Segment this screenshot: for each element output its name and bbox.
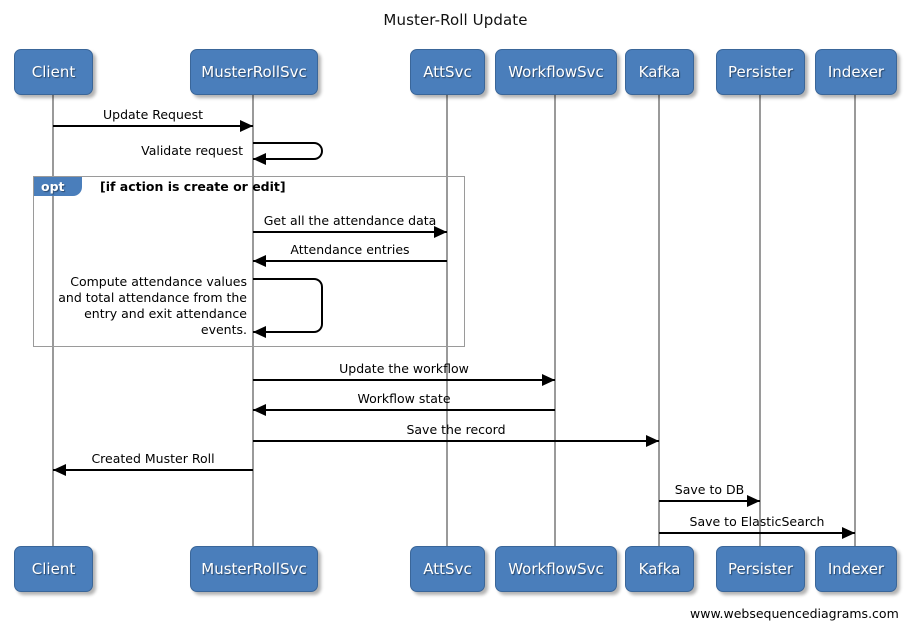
participant-workflowsvc-bottom[interactable]: WorkflowSvc: [495, 546, 617, 592]
participant-label: MusterRollSvc: [201, 63, 307, 81]
message-label-attendance-entries: Attendance entries: [290, 242, 410, 257]
self-message-loop-validate-request: [253, 142, 323, 160]
message-label-created-muster-roll: Created Muster Roll: [91, 451, 215, 466]
message-label-update-request: Update Request: [102, 107, 204, 122]
fragment-opt-tag: opt: [34, 177, 82, 196]
participant-label: Indexer: [827, 63, 885, 81]
lifeline-musterrollsvc: [252, 95, 254, 546]
message-line-update-request: [53, 125, 253, 127]
participant-label: WorkflowSvc: [508, 560, 604, 578]
message-label-line: and total attendance from the: [58, 290, 247, 305]
message-line-update-workflow: [253, 379, 555, 381]
message-label-workflow-state: Workflow state: [357, 391, 451, 406]
participant-label: Persister: [728, 63, 793, 81]
arrow-head-update-request: [240, 120, 253, 132]
message-label-update-workflow: Update the workflow: [339, 361, 469, 376]
fragment-opt-condition: [if action is create or edit]: [100, 179, 286, 194]
participant-attsvc-top[interactable]: AttSvc: [410, 49, 485, 95]
participant-persister-top[interactable]: Persister: [716, 49, 805, 95]
message-label-save-the-record: Save the record: [406, 422, 506, 437]
participant-label: MusterRollSvc: [201, 560, 307, 578]
message-line-save-to-elasticsearch: [659, 532, 855, 534]
lifeline-persister: [759, 95, 761, 546]
message-label-get-attendance-data: Get all the attendance data: [263, 213, 437, 228]
lifeline-workflowsvc: [554, 95, 556, 546]
arrow-head-attendance-entries: [253, 255, 266, 267]
message-line-created-muster-roll: [53, 469, 253, 471]
arrow-head-created-muster-roll: [53, 464, 66, 476]
fragment-opt-box: [33, 176, 465, 347]
participant-label: AttSvc: [423, 63, 472, 81]
participant-label: Persister: [728, 560, 793, 578]
arrow-head-compute-attendance: [253, 326, 266, 338]
lifeline-attsvc: [446, 95, 448, 546]
message-line-save-the-record: [253, 440, 659, 442]
participant-indexer-bottom[interactable]: Indexer: [815, 546, 897, 592]
footer-credit: www.websequencediagrams.com: [690, 606, 899, 621]
participant-kafka-bottom[interactable]: Kafka: [625, 546, 694, 592]
message-line-get-attendance-data: [253, 231, 447, 233]
participant-label: Indexer: [827, 560, 885, 578]
arrow-head-validate-request: [253, 153, 266, 165]
participant-client-bottom[interactable]: Client: [14, 546, 93, 592]
participant-attsvc-bottom[interactable]: AttSvc: [410, 546, 485, 592]
message-label-validate-request: Validate request: [141, 143, 243, 158]
arrow-head-get-attendance-data: [434, 226, 447, 238]
participant-label: Kafka: [638, 560, 681, 578]
participant-kafka-top[interactable]: Kafka: [625, 49, 694, 95]
self-message-loop-compute-attendance: [253, 278, 323, 333]
message-line-save-to-db: [659, 500, 760, 502]
arrow-head-workflow-state: [253, 404, 266, 416]
participant-label: Client: [31, 560, 76, 578]
arrow-head-save-the-record: [646, 435, 659, 447]
participant-label: Client: [31, 63, 76, 81]
message-line-attendance-entries: [253, 260, 447, 262]
participant-label: AttSvc: [423, 560, 472, 578]
lifeline-kafka: [658, 95, 660, 546]
message-label-line: entry and exit attendance events.: [84, 306, 247, 337]
participant-client-top[interactable]: Client: [14, 49, 93, 95]
arrow-head-save-to-elasticsearch: [842, 527, 855, 539]
participant-workflowsvc-top[interactable]: WorkflowSvc: [495, 49, 617, 95]
message-line-workflow-state: [253, 409, 555, 411]
page-title: Muster-Roll Update: [383, 11, 528, 29]
arrow-head-update-workflow: [542, 374, 555, 386]
message-label-save-to-db: Save to DB: [674, 482, 745, 497]
participant-label: WorkflowSvc: [508, 63, 604, 81]
participant-indexer-top[interactable]: Indexer: [815, 49, 897, 95]
message-label-line: Compute attendance values: [70, 274, 247, 289]
lifeline-client: [52, 95, 54, 546]
message-label-save-to-elasticsearch: Save to ElasticSearch: [689, 514, 825, 529]
participant-label: Kafka: [638, 63, 681, 81]
participant-musterrollsvc-top[interactable]: MusterRollSvc: [190, 49, 318, 95]
arrow-head-save-to-db: [747, 495, 760, 507]
participant-persister-bottom[interactable]: Persister: [716, 546, 805, 592]
participant-musterrollsvc-bottom[interactable]: MusterRollSvc: [190, 546, 318, 592]
lifeline-indexer: [854, 95, 856, 546]
